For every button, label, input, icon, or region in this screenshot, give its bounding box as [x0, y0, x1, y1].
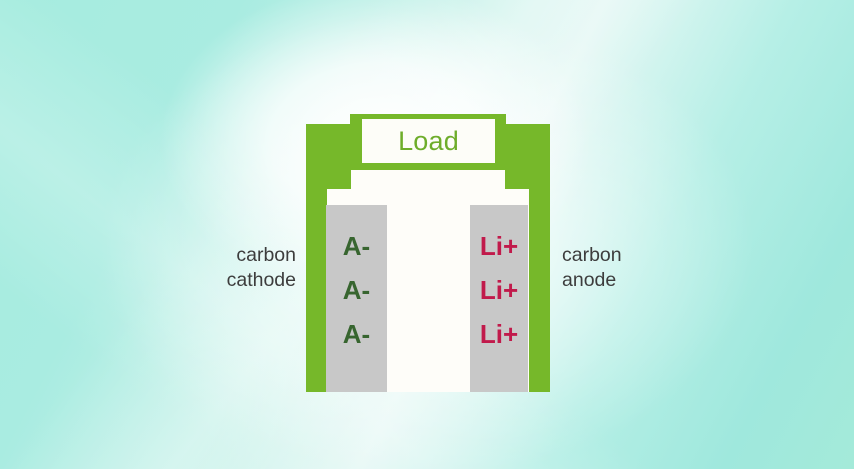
- terminal-foot-left: [327, 170, 351, 189]
- anode-caption: carbon anode: [562, 244, 622, 291]
- cell-wall-right: [529, 166, 550, 392]
- cell-wall-left: [306, 166, 327, 392]
- ion-cation: Li+: [479, 275, 519, 305]
- load-label: Load: [398, 125, 459, 156]
- cathode-electrode: A- A- A-: [326, 205, 387, 392]
- terminal-foot-right: [505, 170, 529, 189]
- ion-cation: Li+: [479, 231, 519, 261]
- ion-anion: A-: [342, 275, 371, 305]
- load-box: Load: [362, 119, 495, 163]
- ion-cation: Li+: [479, 319, 519, 349]
- battery-cell: Load A- A- A- Li+ Li+ Li+: [306, 108, 550, 392]
- ion-anion: A-: [342, 319, 371, 349]
- anode-electrode: Li+ Li+ Li+: [470, 205, 528, 392]
- ion-anion: A-: [342, 231, 371, 261]
- cathode-caption: carbon cathode: [226, 244, 296, 291]
